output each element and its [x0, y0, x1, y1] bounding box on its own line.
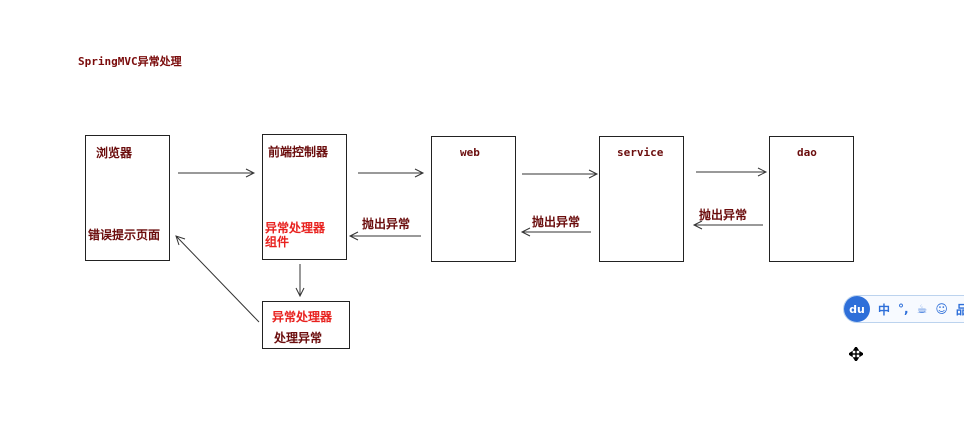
- web-label: web: [460, 146, 480, 159]
- ime-emoji-icon[interactable]: ☺: [935, 302, 948, 316]
- arrow-service-to-dao: [696, 167, 768, 177]
- browser-box: 浏览器 错误提示页面: [85, 135, 170, 261]
- edge-label-dao-to-service: 抛出异常: [699, 208, 748, 222]
- arrow-service-to-web: [520, 227, 591, 237]
- exception-handler-label: 异常处理器: [272, 310, 333, 324]
- service-label: service: [617, 146, 664, 159]
- ime-cup-icon[interactable]: ☕: [916, 302, 928, 316]
- edge-label-web-to-front: 抛出异常: [362, 217, 411, 231]
- browser-error-page-label: 错误提示页面: [88, 228, 161, 242]
- dao-box: dao: [769, 136, 854, 262]
- arrow-front-to-web: [358, 168, 425, 178]
- front-controller-label: 前端控制器: [268, 145, 329, 159]
- ime-grid-icon[interactable]: 品: [955, 302, 964, 317]
- ime-punctuation[interactable]: °,: [898, 302, 909, 316]
- arrow-front-to-handler: [295, 264, 305, 298]
- browser-label: 浏览器: [96, 146, 133, 160]
- ime-chinese-mode[interactable]: 中: [878, 302, 891, 317]
- diagram-title: SpringMVC异常处理: [78, 55, 182, 68]
- arrow-browser-to-front: [178, 168, 256, 178]
- service-box: service: [599, 136, 684, 262]
- ime-toolbar[interactable]: du 中 °, ☕ ☺ 品: [843, 295, 964, 323]
- arrow-web-to-front: [348, 231, 421, 241]
- arrow-web-to-service: [522, 169, 599, 179]
- edge-label-service-to-web: 抛出异常: [532, 215, 581, 229]
- move-cursor-icon: [849, 347, 863, 361]
- exception-handler-component-label-2: 组件: [265, 235, 290, 249]
- web-box: web: [431, 136, 516, 262]
- arrow-dao-to-service: [692, 220, 763, 230]
- dao-label: dao: [797, 146, 817, 159]
- baidu-input-icon[interactable]: du: [844, 296, 870, 322]
- arrow-handler-to-browser: [175, 235, 260, 323]
- exception-handler-component-label-1: 异常处理器: [265, 221, 326, 235]
- handle-exception-label: 处理异常: [274, 331, 323, 345]
- front-controller-box: 前端控制器 异常处理器 组件: [262, 134, 347, 260]
- exception-handler-box: 异常处理器 处理异常: [262, 301, 350, 349]
